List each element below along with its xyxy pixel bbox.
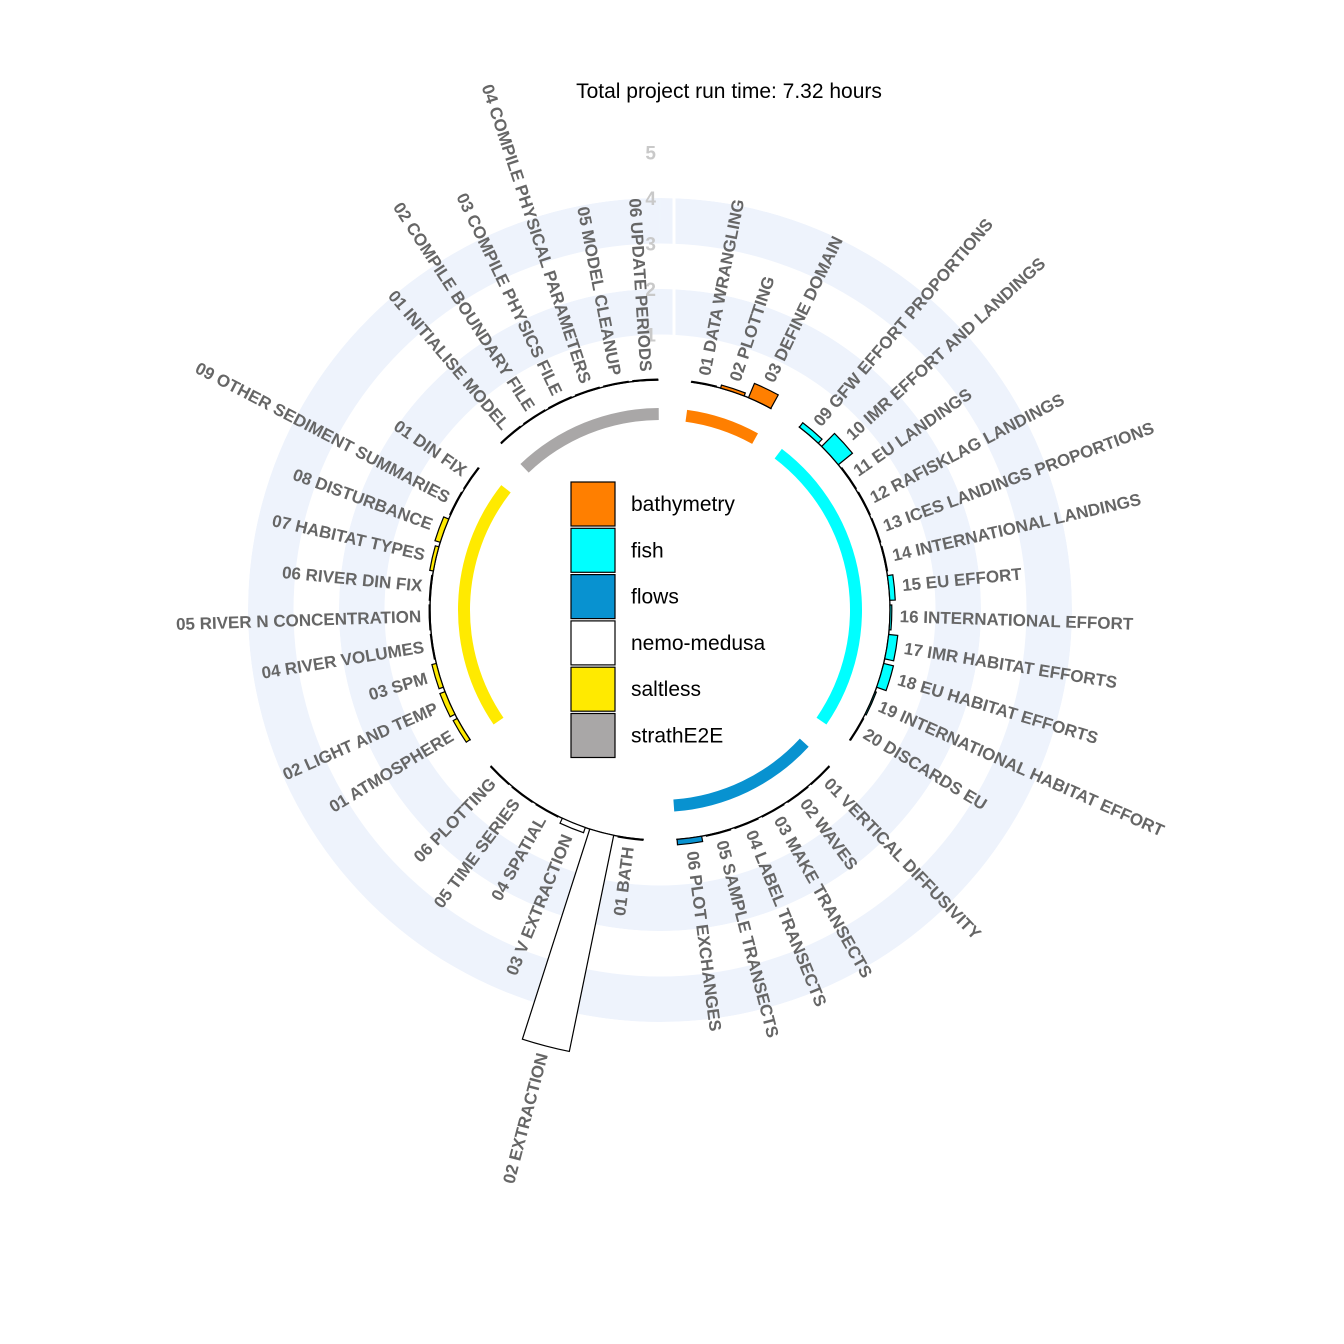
bar [798,421,823,444]
bar [500,425,522,444]
bar [617,835,644,841]
bar [886,574,896,601]
group-band [511,738,647,812]
bar [574,386,601,397]
bar [849,717,865,741]
bar [521,828,615,1053]
bar [857,491,871,516]
radial-grid [202,152,1118,1068]
category-label: 02 EXTRACTION [499,1051,551,1186]
legend-label: flows [631,586,679,609]
legend-swatch [570,620,616,666]
bar [875,662,895,692]
group-band [685,409,758,444]
bar [439,690,456,718]
legend-label: nemo-medusa [631,632,766,655]
bar [452,717,471,744]
bar [429,633,436,660]
legend-swatch [570,527,616,573]
bar [632,378,659,383]
bar [522,409,546,426]
bar [559,817,587,834]
legend-label: strathE2E [631,725,723,748]
legend-swatch [570,666,616,712]
bar [691,380,718,388]
radial-tick-label: 2 [645,280,656,301]
bar [462,467,480,490]
bar [880,545,889,572]
radial-tick-label: 4 [645,189,656,210]
bar [511,785,534,804]
bar [786,785,809,804]
bar [733,817,759,830]
bar [840,467,858,490]
bar [820,432,854,466]
bar [705,828,732,837]
bar [428,604,432,631]
bar [489,765,510,786]
legend-label: saltless [631,678,701,701]
radial-tick-label: 1 [645,326,656,347]
bar [810,765,831,786]
bar [429,545,440,572]
bar [747,382,780,410]
bar [547,396,573,410]
group-band [673,738,809,812]
bars [428,378,899,1053]
bar [535,803,559,818]
radial-tick-label: 3 [645,235,656,256]
radial-tick-label: 5 [645,144,656,165]
legend-swatch [570,712,616,759]
bar [719,384,747,397]
bar [864,690,878,716]
legend-label: fish [631,539,664,562]
legend-label: bathymetry [631,493,735,516]
bar [428,574,434,601]
bar [434,516,450,544]
bar [888,604,893,631]
group-band [520,408,659,473]
legend-swatch [570,481,616,527]
bar [870,517,882,544]
legend: bathymetry fish flows nemo-medusa saltless st… [570,481,766,759]
bar [602,380,629,388]
group-band [457,485,511,725]
radial-tick-labels: 1 2 3 4 5 [645,144,656,347]
bar [676,835,704,846]
group-band [774,448,862,725]
legend-swatch [570,573,616,620]
bar [431,662,445,690]
bar [761,803,785,818]
chart-title: Total project run time: 7.32 hours [576,80,882,103]
bar [884,633,899,662]
bar [449,491,463,516]
